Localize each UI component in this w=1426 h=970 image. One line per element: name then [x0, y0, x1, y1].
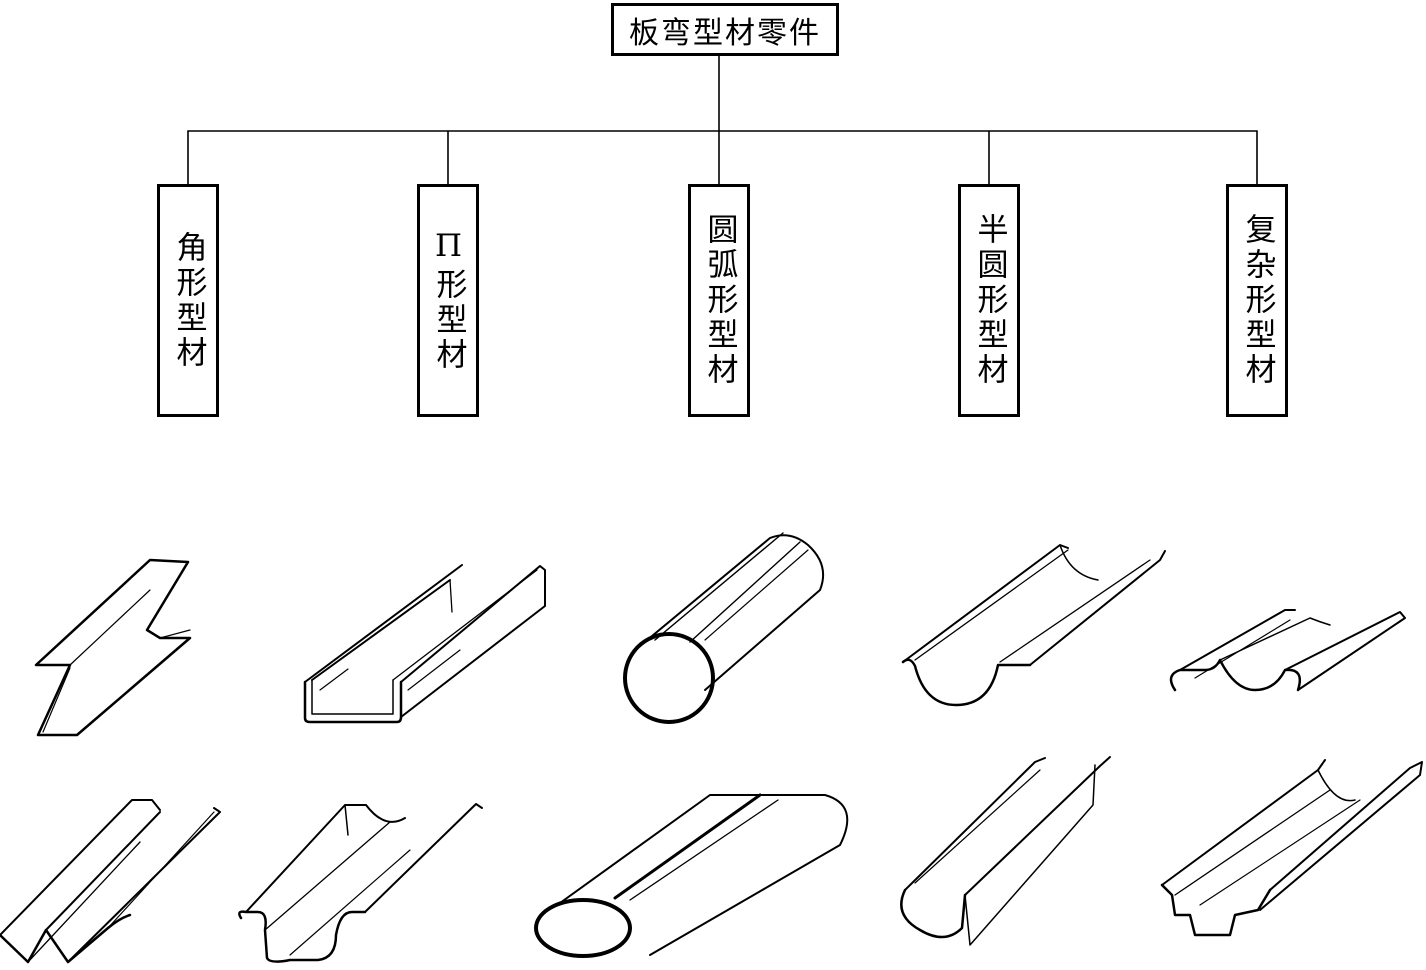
category-arc: 圆弧形型材 — [688, 184, 750, 417]
root-node: 板弯型材零件 — [611, 3, 839, 56]
category-semicircle: 半圆形型材 — [958, 184, 1020, 417]
oval-tube-profile-illustration — [534, 793, 849, 958]
category-label: 半圆形型材 — [971, 213, 1008, 388]
complex-lobe-profile-illustration — [1169, 609, 1406, 692]
flanged-semicircle-profile-illustration — [900, 756, 1111, 946]
category-label: 角形型材 — [170, 230, 207, 371]
category-label: 圆弧形型材 — [701, 213, 738, 388]
semicircle-channel-profile-illustration — [901, 544, 1166, 707]
category-label: Π形型材 — [430, 228, 467, 373]
round-tube-profile-illustration — [623, 532, 824, 724]
w-fold-profile-illustration — [0, 799, 221, 964]
root-label: 板弯型材零件 — [629, 15, 821, 51]
bead-channel-profile-illustration — [238, 803, 483, 963]
category-complex: 复杂形型材 — [1226, 184, 1288, 417]
pi-channel-profile-illustration — [303, 564, 546, 724]
stepped-channel-profile-illustration — [1160, 759, 1423, 937]
category-label: 复杂形型材 — [1239, 213, 1276, 388]
category-pi: Π形型材 — [417, 184, 479, 417]
z-angle-profile-illustration — [34, 558, 192, 737]
category-angle: 角形型材 — [157, 184, 219, 417]
